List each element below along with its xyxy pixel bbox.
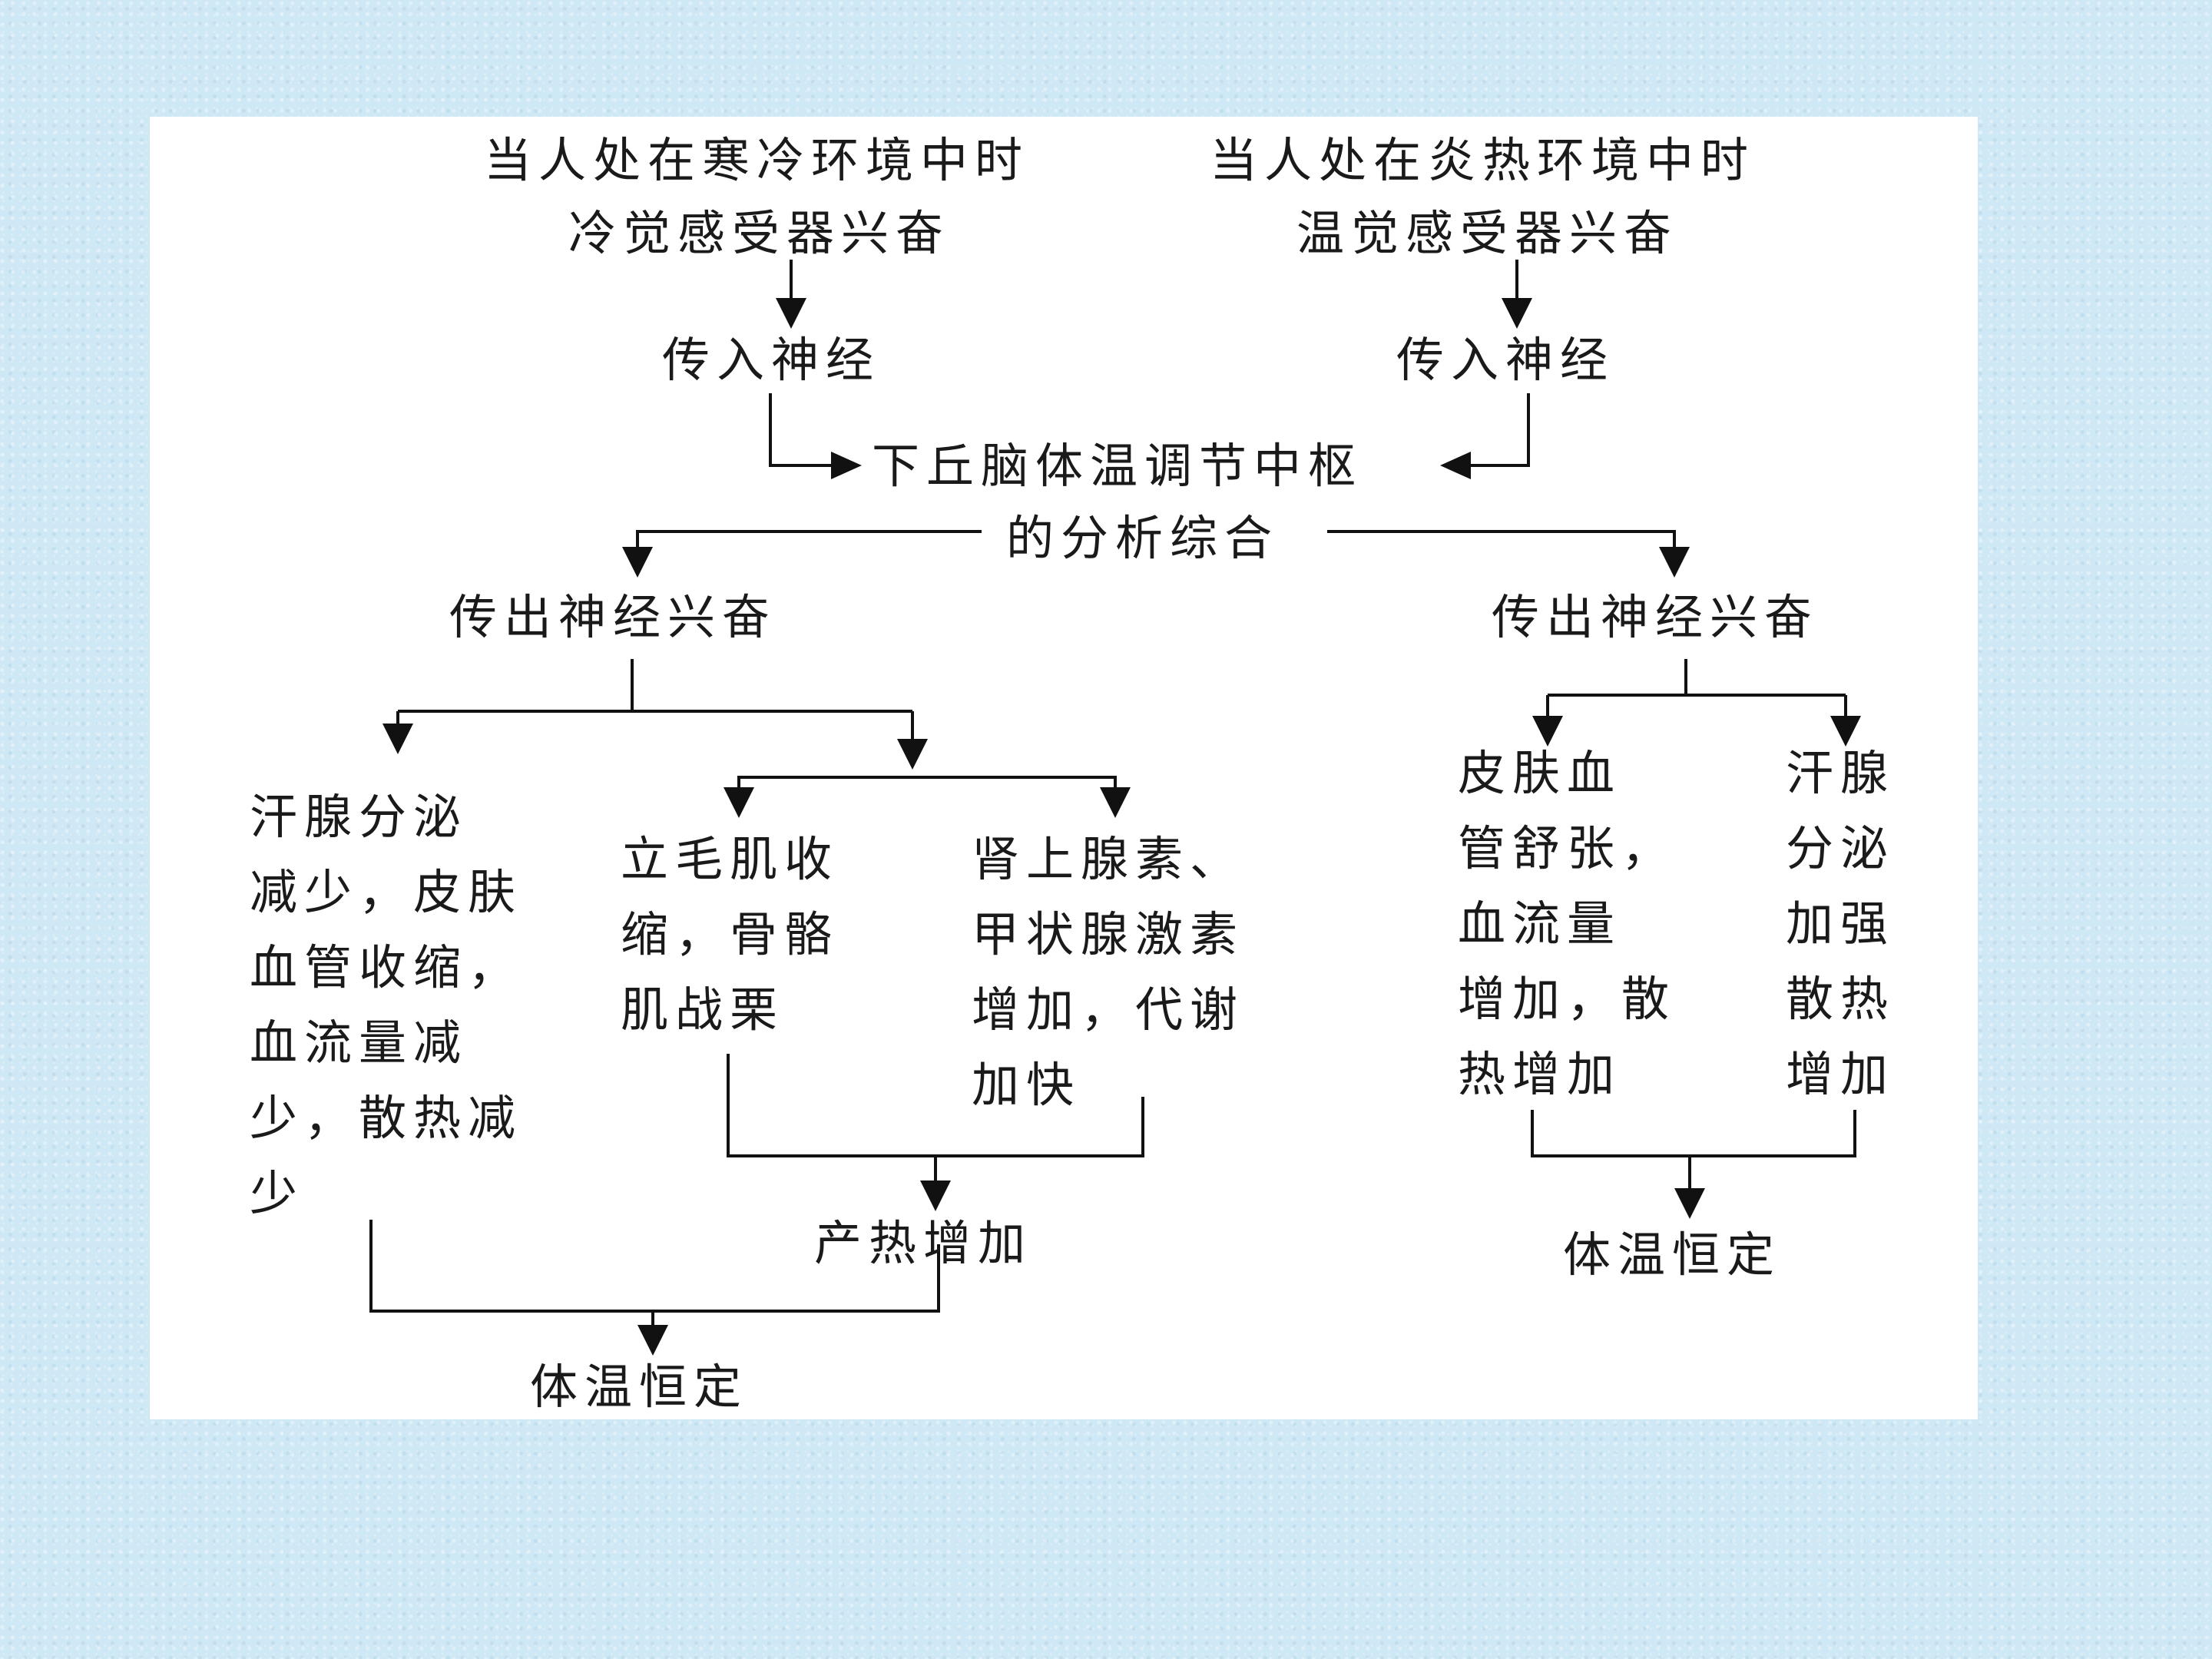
- hot-afferent: 传入神经: [1396, 332, 1615, 388]
- cold-receptor: 冷觉感受器兴奋: [568, 205, 951, 261]
- arrow-center-to-cold-efferent: [622, 530, 982, 578]
- cold-condition: 当人处在寒冷环境中时: [484, 132, 1030, 188]
- hot-receptor: 温觉感受器兴奋: [1296, 205, 1679, 261]
- hot-result: 体温恒定: [1563, 1227, 1782, 1283]
- cold-response-hormone: 肾上腺素、 甲状腺激素 增加，代谢 加快: [972, 831, 1245, 1113]
- hot-response-vessel: 皮肤血 管舒张， 血流量 增加，散 热增加: [1458, 745, 1677, 1102]
- cold-response-muscle: 立毛肌收 缩，骨骼 肌战栗: [621, 831, 839, 1038]
- arrow-cold-afferent-to-center: [769, 393, 862, 479]
- merge-to-heat-production: [727, 1054, 1144, 1211]
- arrow-cold-receptor-to-afferent: [776, 260, 806, 329]
- diagram-panel: [150, 117, 1978, 1419]
- center-analysis: 的分析综合: [1006, 510, 1280, 566]
- cold-result: 体温恒定: [530, 1359, 749, 1415]
- hot-response-sweat: 汗腺 分泌 加强 散热 增加: [1786, 745, 1896, 1102]
- merge-to-cold-result: [369, 1220, 940, 1356]
- merge-to-hot-result: [1531, 1110, 1856, 1219]
- hypothalamus-center: 下丘脑体温调节中枢: [872, 438, 1363, 494]
- cold-efferent: 传出神经兴奋: [449, 589, 777, 645]
- arrow-hot-receptor-to-afferent: [1502, 260, 1532, 329]
- hot-efferent: 传出神经兴奋: [1492, 589, 1820, 645]
- branch-hot-efferent: [1532, 659, 1861, 747]
- cold-heat-production: 产热增加: [814, 1215, 1033, 1271]
- branch-muscle-hormone: [724, 776, 1131, 818]
- hot-condition: 当人处在炎热环境中时: [1210, 132, 1756, 188]
- arrow-hot-afferent-to-center: [1440, 393, 1530, 479]
- cold-response-skin: 汗腺分泌 减少，皮肤 血管收缩， 血流量减 少，散热减 少: [250, 789, 523, 1221]
- arrow-center-to-hot-efferent: [1327, 530, 1690, 578]
- cold-afferent: 传入神经: [662, 332, 881, 388]
- branch-cold-efferent: [382, 659, 928, 770]
